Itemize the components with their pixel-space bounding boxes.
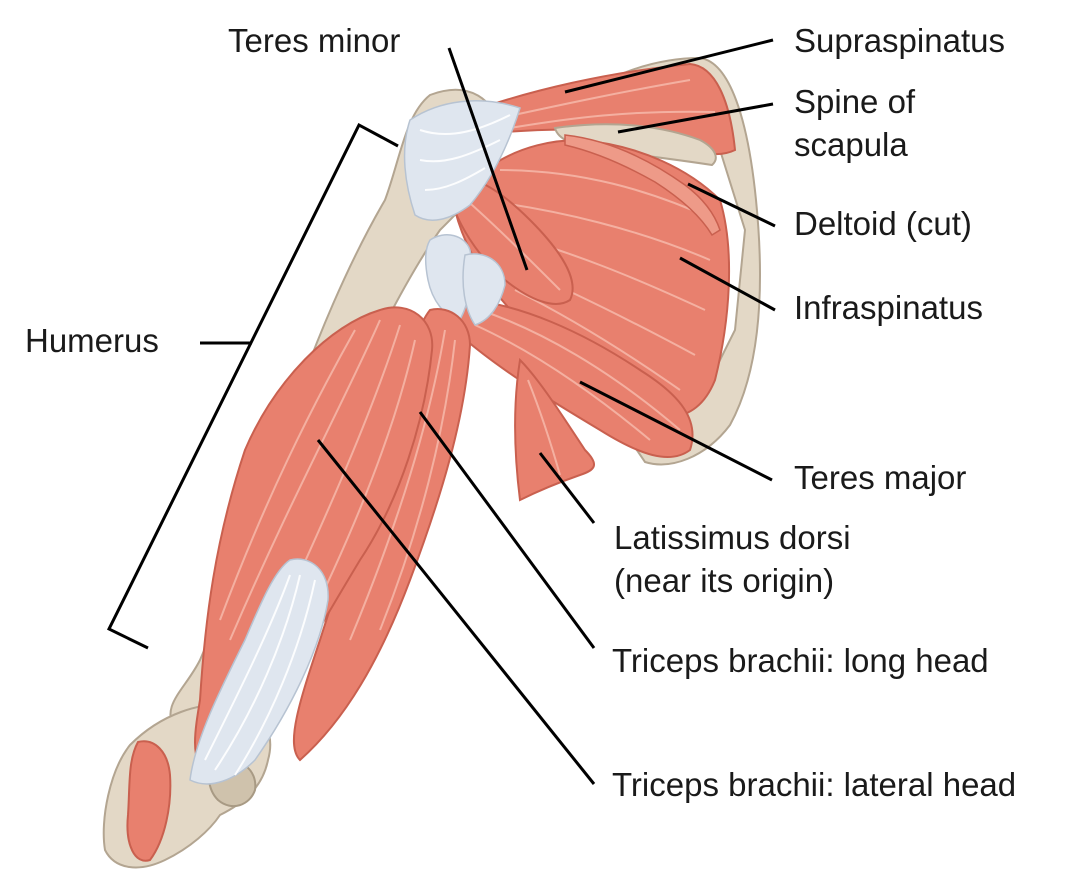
label-triceps-long: Triceps brachii: long head [612,642,989,679]
label-triceps-lateral: Triceps brachii: lateral head [612,766,1016,803]
leader-teres-minor [447,47,529,271]
label-spine-of-scapula-line2: scapula [794,126,908,163]
leader-supraspinatus [564,38,774,94]
triceps-lateral-tendon-upper [462,253,506,326]
label-spine-of-scapula-line1: Spine of [794,83,916,120]
humerus-bracket [106,122,399,650]
leader-infraspinatus [679,256,776,312]
leader-triceps-long [418,411,596,649]
forearm-muscle-stub [126,740,172,862]
leader-triceps-lateral [316,439,596,785]
leader-lines [106,38,776,785]
label-supraspinatus: Supraspinatus [794,22,1005,59]
labels: Teres minor Supraspinatus Spine of scapu… [25,22,1016,803]
leader-spine-of-scapula [617,102,774,134]
leader-latissimus [538,452,596,524]
triceps-distal-tendon [189,558,329,785]
label-teres-minor: Teres minor [228,22,400,59]
arm-illustration [102,56,762,869]
label-latissimus-line2: (near its origin) [614,562,834,599]
label-humerus: Humerus [25,322,159,359]
leader-teres-major [579,380,773,482]
label-latissimus-line1: Latissimus dorsi [614,519,851,556]
label-teres-major: Teres major [794,459,966,496]
label-deltoid-cut: Deltoid (cut) [794,205,972,242]
label-infraspinatus: Infraspinatus [794,289,983,326]
deltoid-cut-edge [564,134,721,237]
leader-deltoid-cut [687,182,776,228]
